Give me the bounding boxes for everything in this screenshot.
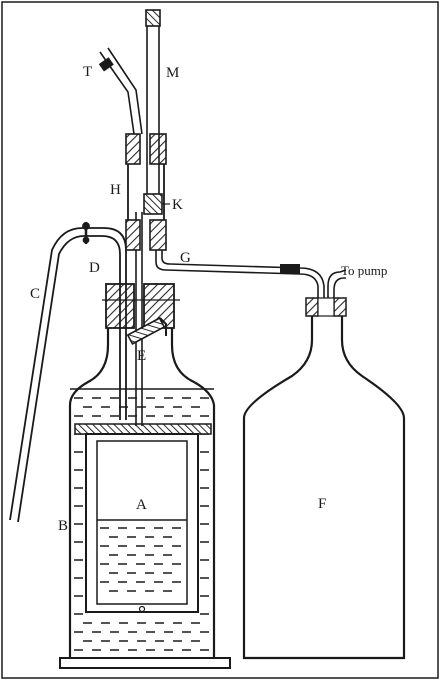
chamber-a-flange — [74, 423, 212, 435]
side-tube-e — [126, 317, 167, 345]
stopper — [102, 283, 180, 329]
label-to-pump: To pump — [341, 263, 387, 278]
label-a: A — [136, 497, 147, 513]
water-a — [100, 527, 181, 592]
chamber-a-hole — [138, 605, 146, 613]
tube-m-cap — [145, 9, 161, 27]
bottle-f — [242, 297, 406, 660]
label-t: T — [83, 64, 92, 80]
inner-chamber-a — [74, 423, 212, 613]
tube-t — [98, 47, 143, 135]
label-k: K — [172, 197, 183, 213]
bottle-b-base — [59, 657, 231, 669]
bottle-f-outline — [242, 316, 406, 660]
label-b: B — [58, 518, 68, 534]
column-h-upper-bung — [125, 133, 141, 165]
label-e: E — [137, 348, 146, 364]
column-h — [125, 133, 167, 251]
bottle-f-bung-right — [333, 297, 347, 317]
label-d: D — [89, 260, 100, 276]
label-h: H — [110, 182, 121, 198]
label-m: M — [166, 65, 179, 81]
column-h-lower-bung — [125, 219, 141, 251]
siphon-tube-c — [9, 222, 127, 523]
bottle-f-bung-left — [305, 297, 319, 317]
chamber-a-inner-wall — [96, 440, 188, 605]
label-c: C — [30, 286, 40, 302]
label-f: F — [318, 496, 326, 512]
tube-g — [155, 250, 347, 300]
valve-k — [143, 193, 163, 215]
tube-m — [143, 9, 170, 215]
label-g: G — [180, 250, 191, 266]
water-b — [74, 397, 209, 651]
bottle-b-outline — [68, 328, 216, 658]
